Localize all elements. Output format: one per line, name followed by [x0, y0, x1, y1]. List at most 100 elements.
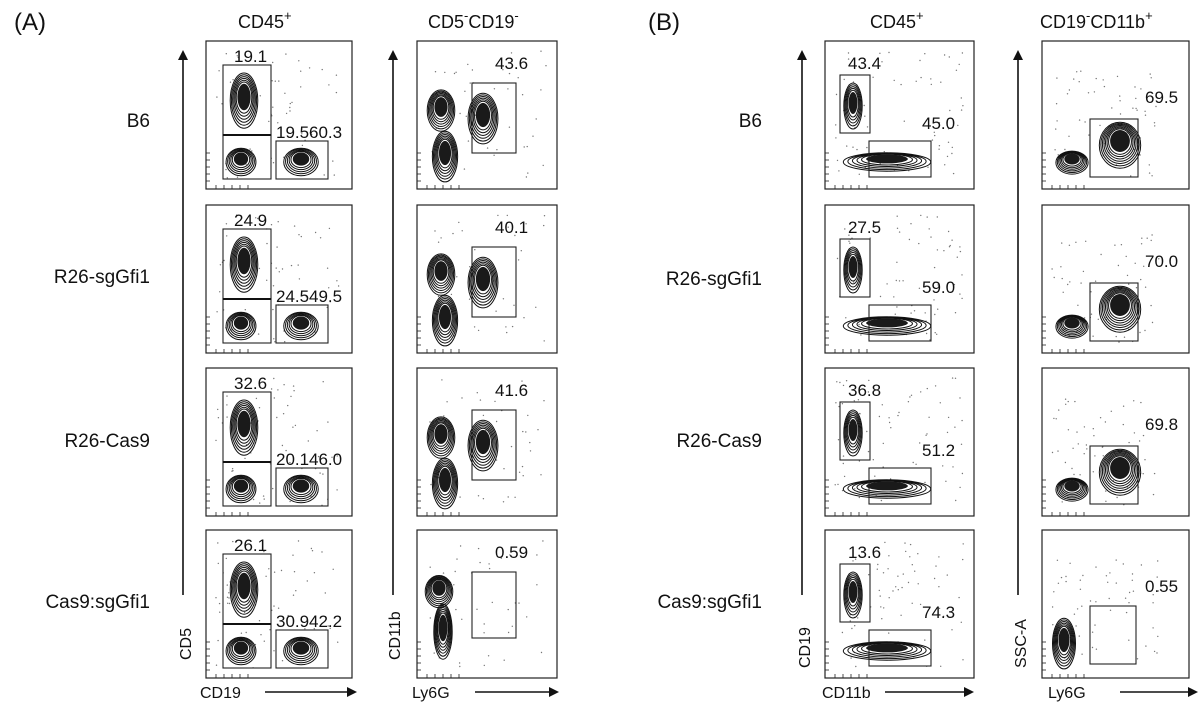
- plot-b-cd45-event: [847, 52, 850, 54]
- monocyte-cluster-core: [434, 261, 448, 281]
- plot-b-cd45-event: [842, 455, 845, 457]
- plot-b-ly6g-event: [1075, 241, 1077, 243]
- plot-a-cd45-event: [290, 395, 292, 398]
- plot-a-cd45-event: [228, 602, 231, 605]
- dn-cluster-core: [233, 152, 249, 166]
- plot-b-ly6g-event: [1057, 450, 1059, 452]
- plot-a-cd45-event: [337, 285, 340, 287]
- plot-b-ly6g-event: [1051, 606, 1054, 608]
- plot-a-cd45-event: [323, 174, 325, 176]
- b-cell-cluster-contour: [846, 414, 860, 448]
- plot-a-cd45-event: [217, 542, 219, 544]
- neutrophil-cluster-contour: [1100, 449, 1140, 494]
- t-cell-cluster-contour: [234, 406, 254, 444]
- plot-b-cd45-event: [879, 52, 881, 54]
- low-ssc-cluster-contour: [1053, 619, 1075, 667]
- low-ssc-cluster-contour: [1055, 477, 1089, 502]
- plot-a-ly6g-event: [522, 231, 524, 233]
- plot-b-ly6g-event: [1095, 648, 1098, 650]
- plot-b-ly6g-event: [1072, 447, 1074, 449]
- plot-b-ly6g-cas9-sggfi1: [1041, 529, 1190, 679]
- plot-a-cd45-event: [236, 214, 238, 216]
- neutrophil-cluster-contour: [1103, 125, 1137, 162]
- plot-b-ly6g-event: [1128, 602, 1130, 604]
- plot-a-cd45-event: [277, 122, 279, 124]
- plot-b-cd45-event: [908, 238, 911, 241]
- plot-b-cd45-event: [960, 621, 962, 623]
- plot-a-ly6g-event: [458, 662, 461, 664]
- plot-a-cd45-event: [336, 489, 338, 491]
- t-cell-cluster-contour: [229, 236, 259, 293]
- dn-cluster-contour: [231, 315, 251, 333]
- dn-cluster-contour: [227, 148, 255, 175]
- plot-a-ly6g-event: [503, 659, 505, 661]
- plot-b-cd45-event: [874, 475, 876, 477]
- plot-b-ly6g-event: [1133, 432, 1136, 434]
- plot-a-ly6g-event: [502, 69, 504, 71]
- low-ssc-cluster-core: [1064, 153, 1080, 165]
- plot-a-ly6g-event: [502, 298, 505, 300]
- plot-b-cd45-event: [878, 589, 880, 592]
- plot-a-ly6g-event: [522, 430, 524, 433]
- plot-b-cd45-event: [900, 614, 902, 616]
- plot-a-ly6g-event: [456, 558, 458, 560]
- plot-a-cd45-event: [219, 291, 221, 293]
- t-cell-cluster-contour: [235, 570, 253, 603]
- b-cell-cluster-contour: [288, 477, 314, 498]
- plot-a-cd45-event: [327, 421, 329, 423]
- plot-a-ly6g-event: [482, 498, 485, 500]
- plot-b-cd45-cas9-sggfi1: [824, 529, 975, 679]
- plot-b-cd45-event: [863, 104, 865, 107]
- plot-a-cd45-event: [283, 384, 285, 386]
- plot-b-cd45-event: [839, 381, 841, 384]
- plot-b-cd45-event: [838, 170, 840, 172]
- t-cell-cluster-contour: [232, 403, 256, 450]
- plot-b-ly6g-event: [1109, 609, 1112, 611]
- plot-b-cd45-event: [880, 499, 883, 502]
- plot-b-cd45-event: [895, 586, 897, 588]
- dn-cluster-contour: [231, 151, 251, 169]
- b-cell-cluster-contour: [843, 246, 863, 294]
- row-label-b-cas9-sggfi1: Cas9:sgGfi1: [657, 592, 762, 613]
- plot-a-ly6g-event: [430, 483, 432, 486]
- plot-b-ly6g-event: [1095, 566, 1097, 568]
- plot-b-ly6g-event: [1092, 335, 1094, 337]
- plot-b-cd45-b6: [824, 40, 975, 190]
- plot-b-ly6g-event: [1076, 608, 1079, 610]
- low-cluster-contour: [434, 461, 456, 504]
- plot-b-cd45-event: [850, 657, 852, 659]
- plot-a-cd45-event: [300, 235, 302, 238]
- plot-a-cd45-event: [321, 68, 323, 71]
- plot-b-cd45-event: [857, 617, 859, 619]
- plot-b-cd45-event: [919, 603, 922, 606]
- panel-b-label: (B): [648, 9, 680, 36]
- plot-b-cd45-event: [911, 564, 913, 566]
- neutrophil-cluster-core: [1110, 457, 1130, 479]
- plot-a-ly6g-event: [542, 540, 544, 542]
- plot-b-ly6g-event: [1143, 265, 1145, 267]
- plot-a-ly6g-event: [503, 468, 505, 470]
- plot-b-ly6g-event: [1067, 400, 1069, 403]
- myeloid-percent: 74.3: [922, 603, 955, 622]
- monocyte-cluster-contour: [426, 416, 456, 459]
- plot-b-cd45-event: [920, 76, 922, 79]
- plot-b-cd45-event: [933, 299, 935, 301]
- neutrophil-cluster-contour: [467, 419, 499, 472]
- b-cell-cluster-contour: [845, 86, 861, 124]
- plot-a-ly6g-event: [520, 250, 522, 252]
- plot-b-ly6g-event: [1081, 653, 1083, 655]
- plot-a-ly6g-event: [494, 400, 496, 403]
- plot-a-cd45-event: [228, 592, 230, 594]
- plot-a-ly6g-event: [535, 118, 537, 120]
- plot-a-cd45-event: [292, 426, 294, 428]
- plot-a-ly6g-event: [532, 135, 534, 137]
- plot-b-ly6g-event: [1051, 451, 1054, 454]
- plot-b-ly6g-event: [1139, 331, 1141, 334]
- b-cell-cluster-contour: [844, 84, 862, 127]
- plot-a-cd45-event: [273, 377, 275, 380]
- plot-b-cd45-event: [888, 555, 890, 557]
- neutrophil-cluster-contour: [1108, 128, 1132, 155]
- b-cell-cluster-contour: [290, 315, 312, 333]
- plot-a-ly6g-event: [437, 241, 440, 243]
- plot-b-cd45-event: [934, 332, 936, 334]
